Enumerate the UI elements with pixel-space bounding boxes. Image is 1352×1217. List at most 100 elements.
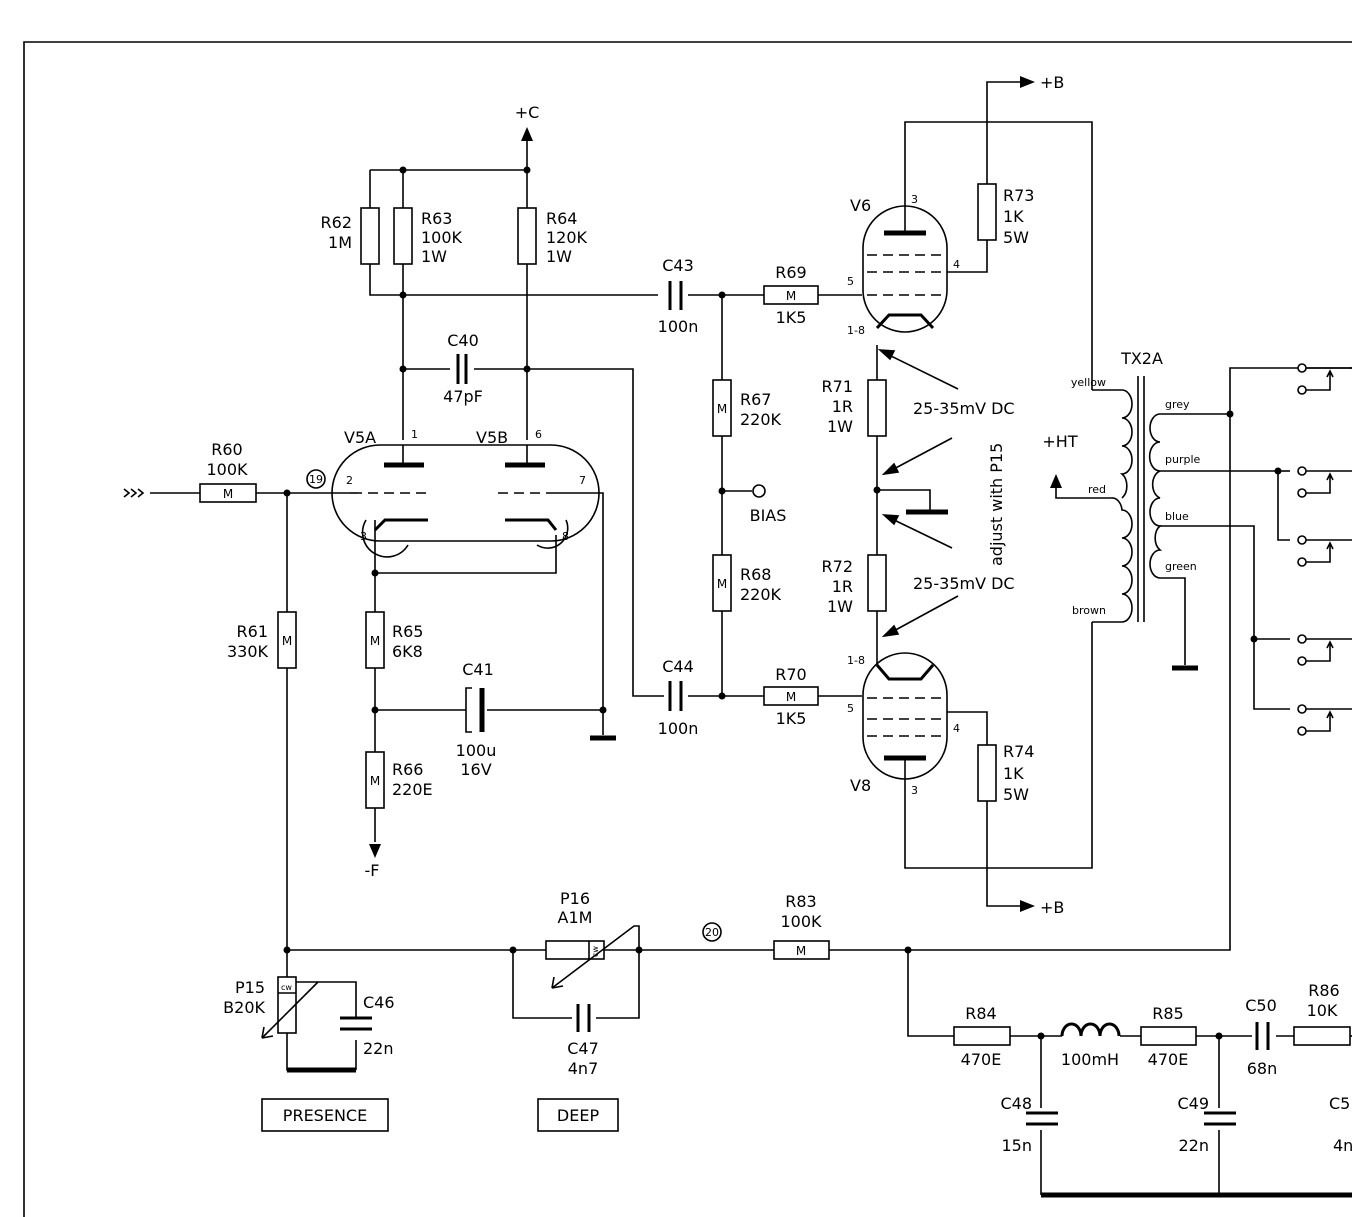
v8-pin-1-8: 1-8 bbox=[847, 654, 865, 667]
r64-value: 120K bbox=[546, 228, 588, 247]
small-labels: 1 2 3 6 7 8 3 4 5 1-8 3 4 5 1-8 yellow r… bbox=[346, 193, 1201, 797]
wire-green: green bbox=[1165, 560, 1197, 573]
r72-value: 1R bbox=[832, 577, 853, 596]
c49-value: 22n bbox=[1179, 1136, 1210, 1155]
r71-value: 1R bbox=[832, 397, 853, 416]
node-19: 19 bbox=[309, 473, 323, 486]
p15-value: B20K bbox=[223, 998, 265, 1017]
wire-blue: blue bbox=[1165, 510, 1189, 523]
r64-ref: R64 bbox=[546, 209, 577, 228]
potentiometers bbox=[261, 925, 640, 1039]
wires bbox=[150, 76, 1352, 1195]
note-adjust: adjust with P15 bbox=[987, 443, 1006, 566]
wire-yellow: yellow bbox=[1071, 376, 1106, 389]
r72-rating: 1W bbox=[827, 597, 853, 616]
v6-ref: V6 bbox=[850, 196, 871, 215]
r70-ref: R70 bbox=[775, 665, 806, 684]
c40-value: 47pF bbox=[443, 387, 483, 406]
wire-brown: brown bbox=[1072, 604, 1106, 617]
r85-ref: R85 bbox=[1152, 1004, 1183, 1023]
bias-terminal bbox=[752, 484, 766, 498]
output-jacks bbox=[1297, 363, 1352, 736]
p16-value: A1M bbox=[558, 908, 593, 927]
v5a-pin-3: 3 bbox=[360, 530, 367, 543]
marker-r83: M bbox=[796, 944, 806, 958]
note-dc-bottom: 25-35mV DC bbox=[913, 574, 1015, 593]
labels: +C +B +B -F +HT BIAS R62 1M R63 100K 1W … bbox=[206, 73, 1352, 1155]
c41-ref: C41 bbox=[462, 660, 494, 679]
c44-ref: C44 bbox=[662, 657, 694, 676]
note-dc-top: 25-35mV DC bbox=[913, 399, 1015, 418]
node-20: 20 bbox=[705, 926, 719, 939]
c5-ref: C5 bbox=[1329, 1094, 1350, 1113]
presence-box bbox=[261, 1098, 389, 1132]
c5-value: 4n bbox=[1333, 1136, 1352, 1155]
r66-value: 220E bbox=[392, 780, 433, 799]
r63-value: 100K bbox=[421, 228, 463, 247]
r85-value: 470E bbox=[1148, 1050, 1189, 1069]
c41-value: 100u bbox=[456, 741, 497, 760]
r73-ref: R73 bbox=[1003, 186, 1034, 205]
r62-value: 1M bbox=[328, 233, 352, 252]
r65-ref: R65 bbox=[392, 622, 423, 641]
marker-r70: M bbox=[786, 690, 796, 704]
r69-ref: R69 bbox=[775, 263, 806, 282]
r74-value: 1K bbox=[1003, 764, 1024, 783]
inductor-coil bbox=[1060, 1022, 1121, 1037]
r65-value: 6K8 bbox=[392, 642, 423, 661]
r63-ref: R63 bbox=[421, 209, 452, 228]
r73-value: 1K bbox=[1003, 207, 1024, 226]
p16-ref: P16 bbox=[560, 889, 590, 908]
c46-value: 22n bbox=[363, 1039, 394, 1058]
c48-value: 15n bbox=[1002, 1136, 1033, 1155]
r60-ref: R60 bbox=[211, 440, 242, 459]
node-markers: 19 20 bbox=[306, 469, 722, 942]
v8-pin-3: 3 bbox=[911, 784, 918, 797]
wire-purple: purple bbox=[1165, 453, 1201, 466]
v5b-ref: V5B bbox=[476, 428, 508, 447]
r83-value: 100K bbox=[780, 912, 822, 931]
r68-value: 220K bbox=[740, 585, 782, 604]
label-plus-ht: +HT bbox=[1042, 432, 1077, 451]
marker-r68: M bbox=[717, 577, 727, 591]
label-plus-b-top: +B bbox=[1040, 73, 1064, 92]
c47-ref: C47 bbox=[567, 1039, 599, 1058]
tube-v5 bbox=[331, 444, 600, 558]
r61-value: 330K bbox=[227, 642, 269, 661]
c44-value: 100n bbox=[658, 719, 699, 738]
deep-label: DEEP bbox=[557, 1106, 600, 1125]
r72-ref: R72 bbox=[822, 557, 853, 576]
r74-rating: 5W bbox=[1003, 785, 1029, 804]
r84-ref: R84 bbox=[965, 1004, 996, 1023]
c47-value: 4n7 bbox=[568, 1059, 599, 1078]
v6-pin-1-8: 1-8 bbox=[847, 324, 865, 337]
r68-ref: R68 bbox=[740, 565, 771, 584]
r71-ref: R71 bbox=[822, 377, 853, 396]
c50-value: 68n bbox=[1247, 1059, 1278, 1078]
r66-ref: R66 bbox=[392, 760, 423, 779]
presence-label: PRESENCE bbox=[283, 1106, 367, 1125]
marker-r69: M bbox=[786, 289, 796, 303]
junction-dots bbox=[283, 166, 1282, 1040]
label-plus-b-bottom: +B bbox=[1040, 898, 1064, 917]
r73-rating: 5W bbox=[1003, 228, 1029, 247]
c43-value: 100n bbox=[658, 317, 699, 336]
page-frame bbox=[23, 41, 1352, 1217]
r61-ref: R61 bbox=[237, 622, 268, 641]
r64-rating: 1W bbox=[546, 247, 572, 266]
r60-value: 100K bbox=[206, 460, 248, 479]
r67-ref: R67 bbox=[740, 390, 771, 409]
c50-ref: C50 bbox=[1245, 996, 1277, 1015]
marker-r66: M bbox=[370, 774, 380, 788]
capacitor-plates bbox=[340, 281, 1270, 1126]
v5b-pin-8: 8 bbox=[562, 530, 569, 543]
v5b-pin-7: 7 bbox=[579, 474, 586, 487]
v8-pin-5: 5 bbox=[847, 702, 854, 715]
deep-box bbox=[537, 1098, 619, 1132]
p15-cw: cw bbox=[281, 983, 292, 992]
r69-value: 1K5 bbox=[776, 308, 807, 327]
marker-r67: M bbox=[717, 402, 727, 416]
r86-ref: R86 bbox=[1308, 981, 1339, 1000]
tube-v6 bbox=[862, 205, 948, 333]
marker-r65: M bbox=[370, 634, 380, 648]
